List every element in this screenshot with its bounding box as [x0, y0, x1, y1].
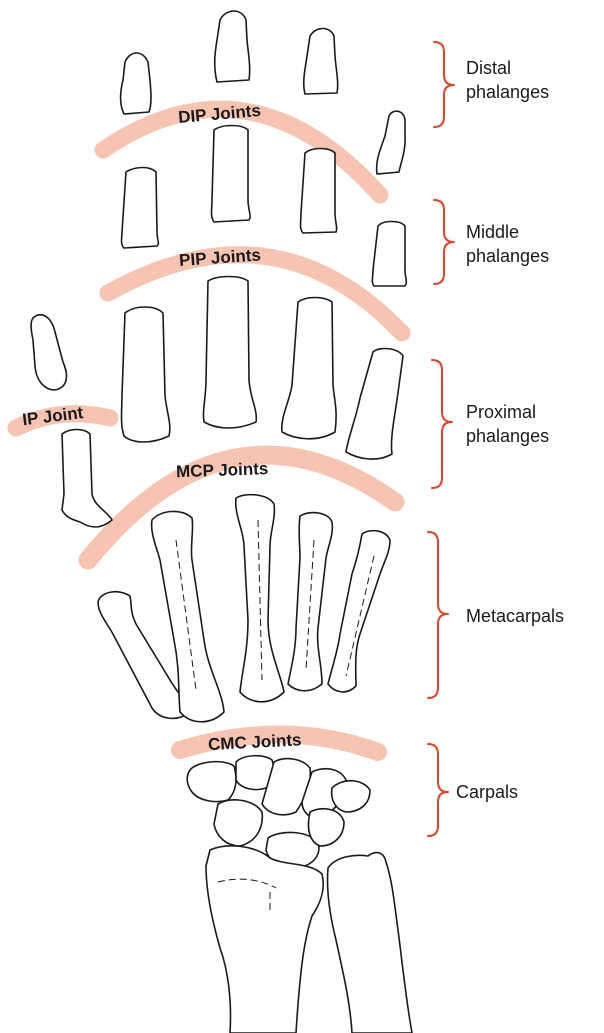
- middle-phalanges-label: Middle phalanges: [466, 220, 549, 268]
- middle-label-line-1: Middle: [466, 220, 549, 244]
- ip-joint-label: IP Joint: [21, 403, 84, 429]
- distal-phalanx-index: [121, 53, 152, 114]
- carpal-pisiform: [332, 781, 370, 812]
- proximal-phalanges-label: Proximal phalanges: [466, 400, 549, 448]
- proximal-label-line-1: Proximal: [466, 400, 549, 424]
- carpals-label-line-1: Carpals: [456, 780, 518, 804]
- metacarpal-little: [328, 531, 390, 692]
- carpal-scaphoid: [214, 800, 262, 846]
- distal-label-line-2: phalanges: [466, 80, 549, 104]
- distal-phalanx-thumb: [31, 315, 66, 390]
- distal-label-line-1: Distal: [466, 56, 549, 80]
- carpal-trapezium: [187, 762, 236, 802]
- mcp-joints-label: MCP Joints: [176, 459, 269, 481]
- metacarpals-label-line-1: Metacarpals: [466, 604, 564, 628]
- metacarpals-label: Metacarpals: [466, 604, 564, 628]
- middle-phalanx-ring: [301, 149, 337, 234]
- cmc-joints-label: CMC Joints: [208, 730, 302, 754]
- middle-phalanx-little: [372, 222, 406, 287]
- brace-distal: [434, 42, 454, 127]
- carpal-triquetrum: [308, 809, 344, 846]
- ulna-bone: [327, 853, 412, 1033]
- brace-middle: [434, 200, 454, 284]
- middle-phalanx-middle: [212, 126, 251, 223]
- pip-joints-label: PIP Joints: [179, 245, 262, 270]
- proximal-phalanx-ring: [282, 298, 336, 439]
- brace-proximal: [432, 360, 452, 488]
- radius-bone: [206, 846, 323, 1033]
- proximal-label-line-2: phalanges: [466, 424, 549, 448]
- distal-phalanges-label: Distal phalanges: [466, 56, 549, 104]
- distal-phalanx-ring: [304, 29, 338, 95]
- distal-phalanx-middle: [215, 11, 250, 82]
- brace-metacarpals: [428, 532, 448, 698]
- distal-phalanx-little: [377, 111, 406, 174]
- brace-carpals: [428, 744, 448, 836]
- proximal-phalanx-little: [346, 349, 403, 460]
- proximal-phalanx-index: [122, 307, 170, 442]
- proximal-phalanx-thumb: [62, 430, 112, 528]
- middle-label-line-2: phalanges: [466, 244, 549, 268]
- proximal-phalanx-middle: [203, 277, 256, 429]
- middle-phalanx-index: [122, 168, 159, 249]
- carpals-label: Carpals: [456, 780, 518, 804]
